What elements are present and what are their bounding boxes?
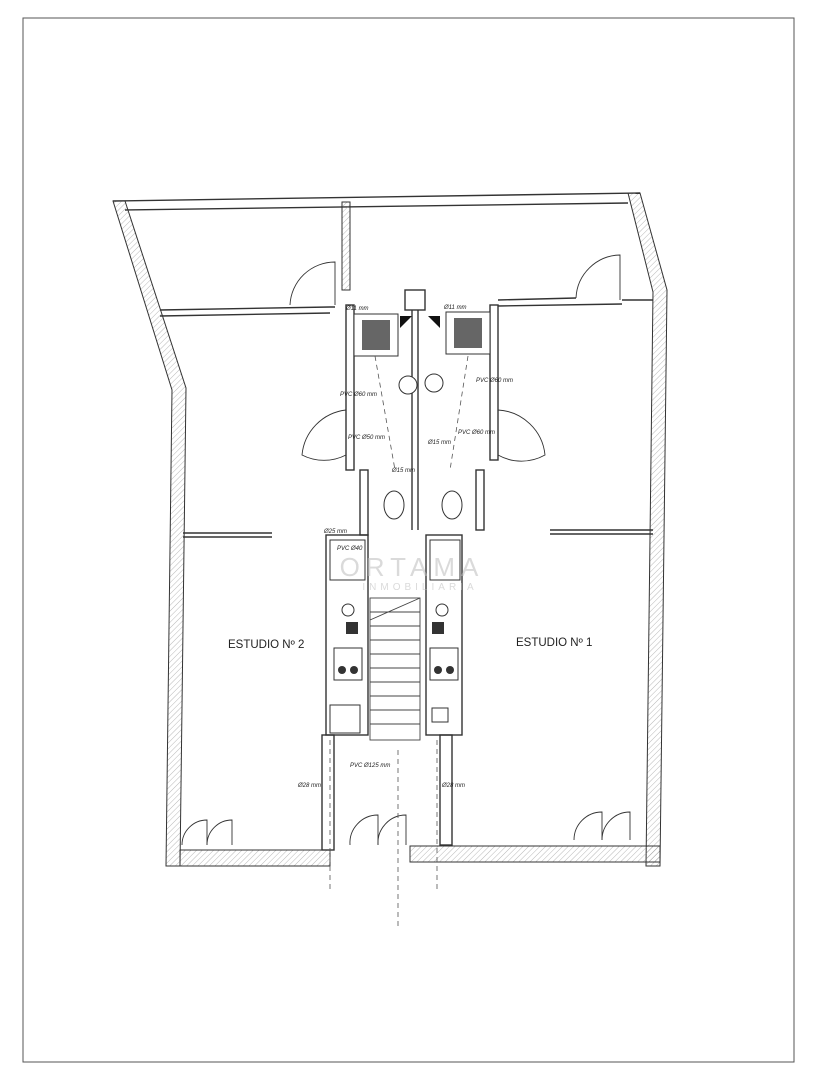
staircase [369,597,421,741]
drainage-lines [329,355,469,930]
doors [181,254,631,846]
pipe-label: Ø25 mm [323,529,347,535]
watermark-line2: INMOBILIARIA [362,582,477,593]
shower-trays [353,311,491,357]
kitchen-units [329,539,461,734]
pipe-label: PVC Ø60 mm [476,378,513,384]
pipe-label: PVC Ø60 mm [340,392,377,398]
room-label-studio-1: ESTUDIO Nº 1 [516,637,592,649]
sheet-border [22,17,795,1063]
pipe-label: Ø28 mm [441,783,465,789]
room-label-studio-2: ESTUDIO Nº 2 [228,639,304,651]
watermark-logo: ORTAMA INMOBILIARIA [340,552,485,593]
watermark-line1: ORTAMA [340,552,485,582]
interior-walls [159,289,653,851]
pipe-label: Ø28 mm [297,783,321,789]
pipe-label: PVC Ø50 mm [348,435,385,441]
pipe-label: PVC Ø60 mm [458,430,495,436]
pipe-label: PVC Ø40 [337,546,363,552]
pipe-label: Ø11 mm [345,306,369,312]
pipe-label: PVC Ø125 mm [350,763,390,769]
pipe-label: Ø15 mm [427,440,451,446]
outer-walls [112,192,668,867]
sanitary-fixtures [383,373,463,520]
pipe-label: Ø15 mm [391,468,415,474]
pipe-label: Ø11 mm [443,305,467,311]
